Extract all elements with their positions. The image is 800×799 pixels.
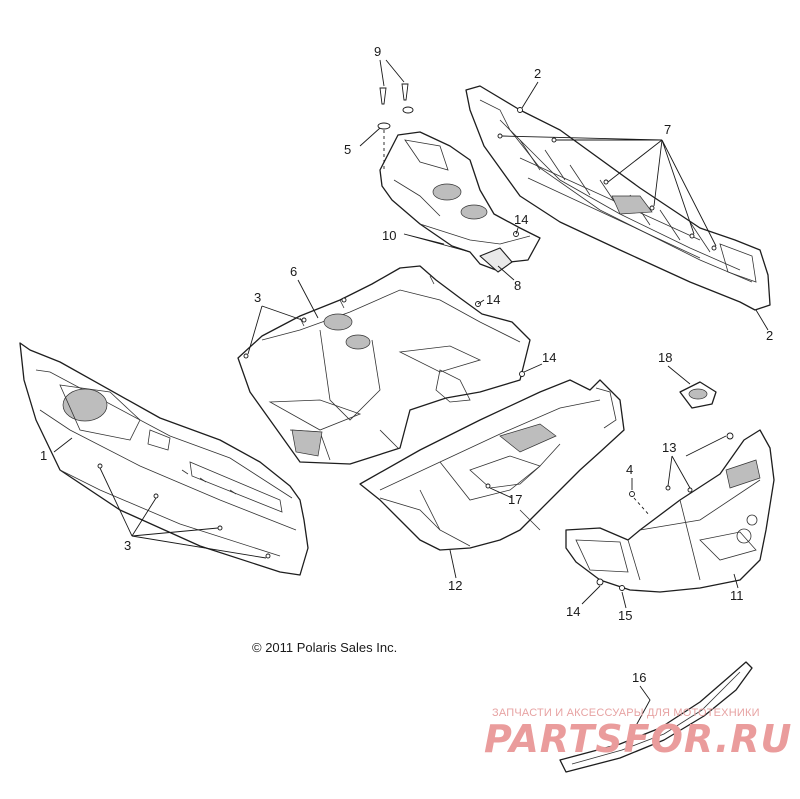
callout-labels: 9 2 7 5 14 10 8 6 3 14 2 18 14 13 1 4 17… [40, 44, 773, 685]
part-1-left-side-panel [19, 342, 309, 576]
callout-1: 1 [40, 448, 47, 463]
callout-5: 5 [344, 142, 351, 157]
part-17-trim-strip [559, 661, 753, 773]
part-2-right-side-panel [465, 85, 771, 311]
callout-14-console: 14 [514, 212, 528, 227]
callout-3-top: 2 [534, 66, 541, 81]
callout-8: 8 [514, 278, 521, 293]
watermark-tagline: ЗАПЧАСТИ И АКСЕССУАРЫ ДЛЯ МОТОТЕХНИКИ [492, 707, 760, 719]
callout-9: 9 [374, 44, 381, 59]
part-12-front-floor [359, 379, 625, 551]
callout-14-bottom: 14 [566, 604, 580, 619]
copyright-notice: © 2011 Polaris Sales Inc. [252, 640, 397, 655]
callout-14-right: 14 [542, 350, 556, 365]
part-11-front-dash [565, 429, 775, 593]
part-10-center-console [379, 131, 541, 273]
callout-15: 15 [618, 608, 632, 623]
callout-14-mid: 14 [486, 292, 500, 307]
callout-16: 17 [508, 492, 522, 507]
callout-13: 13 [662, 440, 676, 455]
callout-11: 11 [730, 588, 744, 603]
callout-3-bottom: 3 [124, 538, 131, 553]
part-7-rear-floor [237, 265, 531, 465]
callout-12: 12 [448, 578, 462, 593]
fasteners [97, 83, 734, 591]
callout-4: 4 [626, 462, 633, 477]
leader-lines [53, 59, 769, 745]
callout-7: 6 [290, 264, 297, 279]
part-18-grommet [679, 381, 717, 409]
callout-2: 2 [766, 328, 773, 343]
callout-6: 7 [664, 122, 671, 137]
watermark: ЗАПЧАСТИ И АКСЕССУАРЫ ДЛЯ МОТОТЕХНИКИ PA… [484, 707, 792, 761]
callout-18: 18 [658, 350, 672, 365]
callout-3-left: 3 [254, 290, 261, 305]
callout-10: 10 [382, 228, 396, 243]
watermark-brand: PARTSFOR.RU [484, 717, 792, 761]
callout-17: 16 [632, 670, 646, 685]
